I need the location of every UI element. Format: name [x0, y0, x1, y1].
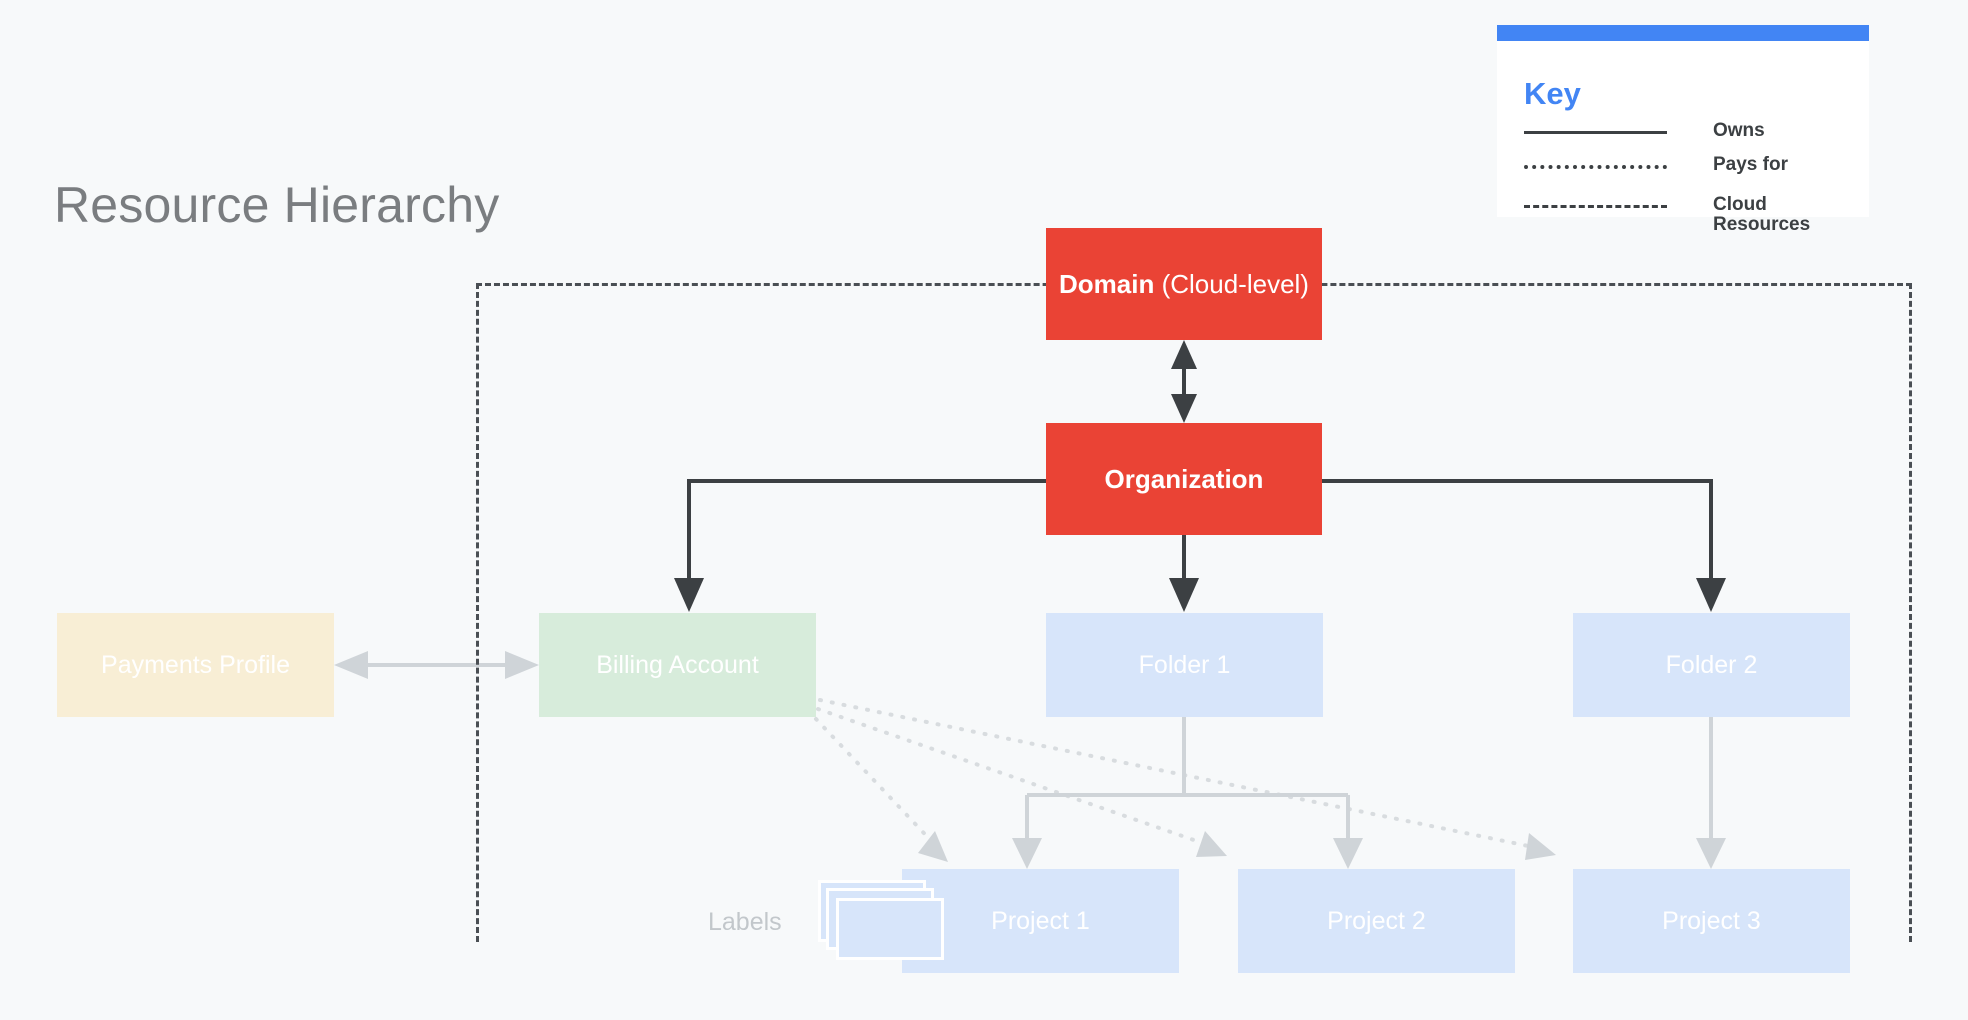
- node-organization[interactable]: Organization: [1046, 423, 1322, 535]
- node-domain-label-rest: (Cloud-level): [1154, 268, 1309, 299]
- legend-label-owns: Owns: [1713, 120, 1765, 141]
- node-payments-profile-label: Payments Profile: [101, 650, 290, 679]
- legend-line-dotted-icon: [1524, 165, 1667, 169]
- label-card-front: [836, 898, 944, 960]
- node-project-2[interactable]: Project 2: [1238, 869, 1515, 973]
- node-project-1-label: Project 1: [991, 906, 1090, 935]
- legend-row-pays-for: Pays for: [1524, 154, 1788, 175]
- node-billing-account-label: Billing Account: [596, 650, 759, 679]
- legend-row-cloud-resources: Cloud Resources: [1524, 194, 1811, 236]
- node-payments-profile[interactable]: Payments Profile: [57, 613, 334, 717]
- page-title: Resource Hierarchy: [54, 177, 500, 233]
- legend-label-cloud-resources: Cloud Resources: [1713, 194, 1811, 236]
- legend-row-owns: Owns: [1524, 120, 1765, 141]
- node-project-1[interactable]: Project 1: [902, 869, 1179, 973]
- node-folder-1-label: Folder 1: [1138, 650, 1231, 679]
- node-domain[interactable]: Domain (Cloud-level): [1046, 228, 1322, 340]
- legend-line-dashed-icon: [1524, 205, 1667, 208]
- node-project-2-label: Project 2: [1327, 906, 1426, 935]
- node-folder-2-label: Folder 2: [1665, 650, 1758, 679]
- node-folder-2[interactable]: Folder 2: [1573, 613, 1850, 717]
- node-domain-label: Domain (Cloud-level): [1059, 269, 1309, 300]
- legend-panel: Key Owns Pays for Cloud Resources: [1497, 25, 1869, 235]
- node-folder-1[interactable]: Folder 1: [1046, 613, 1323, 717]
- legend-accent-bar: [1497, 25, 1869, 41]
- node-domain-label-bold: Domain: [1059, 268, 1155, 299]
- legend-label-pays-for: Pays for: [1713, 154, 1788, 175]
- legend-line-solid-icon: [1524, 131, 1667, 134]
- node-project-3-label: Project 3: [1662, 906, 1761, 935]
- labels-card-stack-icon: [818, 880, 948, 966]
- legend-title: Key: [1524, 76, 1581, 111]
- node-project-3[interactable]: Project 3: [1573, 869, 1850, 973]
- node-billing-account[interactable]: Billing Account: [539, 613, 816, 717]
- node-organization-label: Organization: [1104, 463, 1264, 494]
- labels-caption: Labels: [708, 908, 782, 936]
